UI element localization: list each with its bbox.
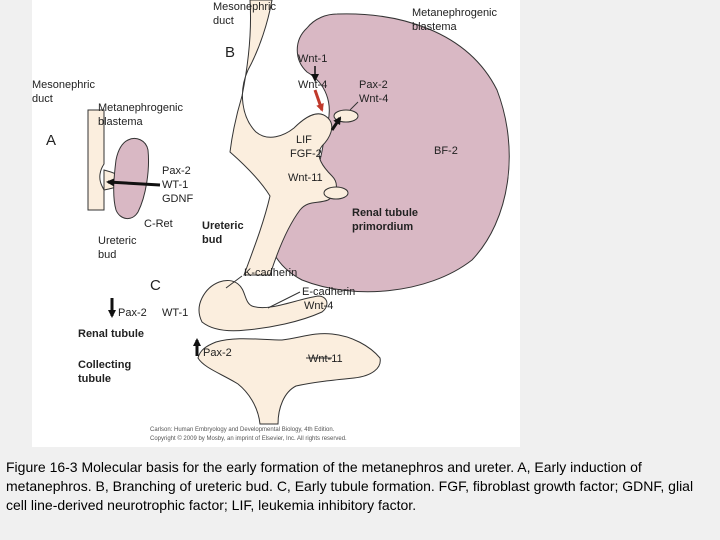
panel-a-letter: A [46,132,56,149]
panel-a-ureteric-bud-label-2: bud [98,249,116,261]
panel-c-renal-tubule [198,280,328,332]
panel-b-blastema-label-1: Metanephrogenic [412,7,498,19]
credit-line-2: Copyright © 2009 by Mosby, an imprint of… [150,435,347,442]
panel-a-blastema-label-1: Metanephrogenic [98,102,184,114]
panel-b-fgf2-label: FGF-2 [290,148,322,160]
panel-a-duct [87,109,105,211]
panel-c-pax2-top-label: Pax-2 [118,307,147,319]
panel-c-letter: C [150,277,161,294]
panel-a-duct-label-2: duct [32,93,53,105]
panel-b-bf2-label: BF-2 [434,145,458,157]
panel-b-pax2-wnt4-label: Wnt-4 [359,93,388,105]
panel-c-renal-tubule-label: Renal tubule [78,328,144,340]
panel-c-wt1-label: WT-1 [162,307,188,319]
panel-a-signal-gdnf: GDNF [162,193,193,205]
panel-a-blastema [113,137,149,219]
panel-b-pointer-line [349,101,359,111]
panel-b-red-arrow [313,89,324,112]
panel-a-c-ret-label: C-Ret [144,218,173,230]
panel-b-blastema-label-2: blastema [412,21,458,33]
panel-a-duct-label-1: Mesonephric [32,79,95,91]
panel-b-lif-label: LIF [296,134,312,146]
panel-c-collecting-label-2: tubule [78,373,111,385]
panel-b-renal-primordium-label-1: Renal tubule [352,207,418,219]
panel-b-wnt4-label: Wnt-4 [298,79,327,91]
panel-b-renal-primordium-label-2: primordium [352,221,413,233]
panel-c-k-cadherin-label: K-cadherin [244,267,297,279]
panel-c-wnt11-label: Wnt-11 [308,353,343,365]
panel-a-induction-arrow [106,178,161,187]
panel-a-signal-pax2: Pax-2 [162,165,191,177]
panel-c-collecting-label-1: Collecting [78,359,131,371]
panel-b-renal-vesicle-bottom [323,186,349,200]
credit-line-1: Carlson: Human Embryology and Developmen… [150,427,335,433]
panel-b-pax2-label: Pax-2 [359,79,388,91]
panel-c-e-cadherin-label: E-cadherin [302,286,355,298]
panel-b-duct-label-2: duct [213,15,234,27]
figure-caption: Figure 16-3 Molecular basis for the earl… [6,459,694,513]
panel-b-black-arrow [330,116,342,131]
panel-b-wnt11-label: Wnt-11 [288,172,323,184]
panel-b-wnt1-label: Wnt-1 [298,53,327,65]
panel-c-leader-e-cadherin [267,291,301,309]
panel-a-blastema-label-2: blastema [98,116,144,128]
panel-c-pax2-bottom-label: Pax-2 [203,347,232,359]
panel-c-collecting-tubule [197,333,381,425]
panel-c-wnt4-label: Wnt-4 [304,300,333,312]
panel-b-ureteric-bud-label-2: bud [202,234,222,246]
panel-b-letter: B [225,44,235,61]
panel-b-ureteric-bud-label-1: Ureteric [202,220,244,232]
panel-c-leader-k-cadherin [225,275,243,289]
panel-a-ureteric-bud-label-1: Ureteric [98,235,137,247]
panel-a-signal-wt1: WT-1 [162,179,188,191]
figure-panel: A Mesonephric duct Metanephrogenic blast… [32,0,520,447]
panel-b-duct-label-1: Mesonephric [213,1,276,13]
kidney-development-diagram: A Mesonephric duct Metanephrogenic blast… [32,0,510,442]
